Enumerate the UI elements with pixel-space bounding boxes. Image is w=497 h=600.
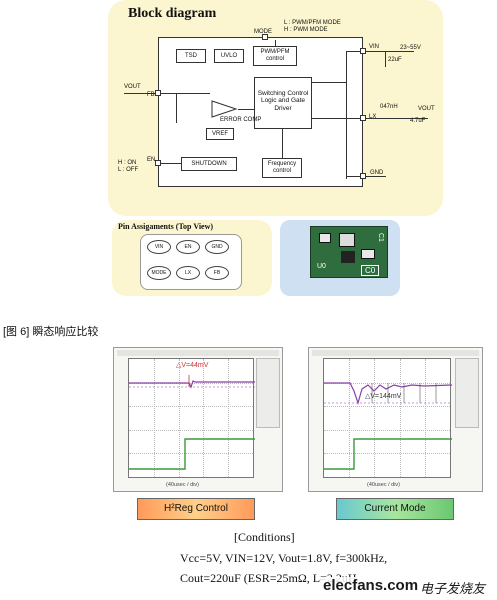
switching-logic-block: Switching Control Logic and Gate Driver bbox=[254, 77, 312, 129]
conditions-line-2: Cout=220uF (ESR=25mΩ, L=2.2uH bbox=[180, 571, 357, 585]
vin-pin-label: VIN bbox=[369, 44, 380, 50]
vout-output-label: VOUT bbox=[418, 106, 435, 112]
pcb-chip bbox=[341, 251, 355, 263]
gnd-pin-label: GND bbox=[370, 170, 384, 176]
tsd-block: TSD bbox=[176, 49, 206, 63]
vref-block: VREF bbox=[206, 128, 234, 140]
current-mode-label: Current Mode bbox=[336, 498, 454, 520]
scope-left-delta: △V=44mV bbox=[176, 362, 209, 369]
error-comp-label: ERROR COMP bbox=[220, 117, 262, 123]
scope-left-screen bbox=[128, 358, 255, 478]
scope-right-delta: △V=144mV bbox=[365, 393, 402, 400]
scope-left: △V=44mV (40usec / div) bbox=[113, 347, 283, 492]
scope-right-screen bbox=[323, 358, 452, 478]
pin-assignment-title: Pin Assigaments (Top View) bbox=[118, 222, 214, 231]
pin-square-gnd bbox=[360, 173, 366, 179]
shutdown-block: SHUTDOWN bbox=[181, 157, 237, 171]
en-pin-label: EN bbox=[147, 157, 156, 163]
pcb-photo: C1 U0 C0 bbox=[310, 226, 388, 278]
lx-pin-label: LX bbox=[369, 114, 377, 120]
pcb-pad-1 bbox=[319, 233, 331, 243]
pcb-silkscreen-c1: C1 bbox=[377, 233, 384, 242]
pin-square-mode bbox=[262, 34, 268, 40]
scope-left-right-panel bbox=[256, 358, 280, 428]
scope-left-traces bbox=[129, 375, 255, 470]
scope-right: △V=144mV (40usec / div) bbox=[308, 347, 483, 492]
pin-square-lx bbox=[360, 115, 366, 121]
pcb-silkscreen-u0: U0 bbox=[317, 263, 326, 270]
scope-right-traces bbox=[324, 382, 452, 470]
watermark-chinese: 电子发烧友 bbox=[420, 581, 486, 596]
inductor-label: 047nH bbox=[380, 104, 398, 110]
scope-right-xlabel: (40usec / div) bbox=[367, 482, 401, 488]
scope-left-topbar bbox=[117, 350, 279, 356]
pin-mode: MODE bbox=[147, 266, 171, 280]
en-l-label: L : OFF bbox=[118, 167, 139, 173]
mode-pin-label: MODE bbox=[254, 29, 272, 35]
vout-cap-label: 4.7uF bbox=[410, 118, 426, 124]
pin-fb: FB bbox=[205, 266, 229, 280]
h2reg-control-label: H²Reg Control bbox=[137, 498, 255, 520]
conditions-line-1: Vcc=5V, VIN=12V, Vout=1.8V, f=300kHz, bbox=[180, 551, 388, 565]
frequency-control-block: Frequency control bbox=[262, 158, 302, 178]
scope-right-topbar bbox=[312, 350, 479, 356]
pin-vin: VIN bbox=[147, 240, 171, 254]
en-h-label: H : ON bbox=[118, 160, 137, 166]
vin-cap-label: 22uF bbox=[388, 57, 402, 63]
scope-right-right-panel bbox=[455, 358, 479, 428]
watermark-site: elecfans.com bbox=[321, 577, 421, 594]
error-amp-triangle bbox=[211, 100, 238, 118]
uvlo-block: UVLO bbox=[214, 49, 244, 63]
pin-gnd: GND bbox=[205, 240, 229, 254]
pin-lx: LX bbox=[176, 266, 200, 280]
conditions-title: [Conditions] bbox=[234, 530, 295, 544]
pwm-pfm-control-block: PWM/PFM control bbox=[253, 46, 297, 66]
mode-note-2: H : PWM MODE bbox=[284, 27, 328, 33]
pcb-pad-2 bbox=[339, 233, 355, 247]
pcb-pad-3 bbox=[361, 249, 375, 259]
figure-caption: [图 6] 瞬态响应比较 bbox=[3, 326, 99, 338]
pin-square-vin bbox=[360, 48, 366, 54]
block-diagram-title: Block diagram bbox=[128, 6, 217, 21]
vout-input-label: VOUT bbox=[124, 84, 141, 90]
vin-range-label: 23~55V bbox=[400, 45, 421, 51]
pcb-silkscreen-c0: C0 bbox=[361, 265, 380, 276]
mode-note-1: L : PWM/PFM MODE bbox=[284, 20, 341, 26]
scope-left-xlabel: (40usec / div) bbox=[166, 482, 200, 488]
fb-pin-label: FB bbox=[147, 92, 155, 98]
pin-en: EN bbox=[176, 240, 200, 254]
